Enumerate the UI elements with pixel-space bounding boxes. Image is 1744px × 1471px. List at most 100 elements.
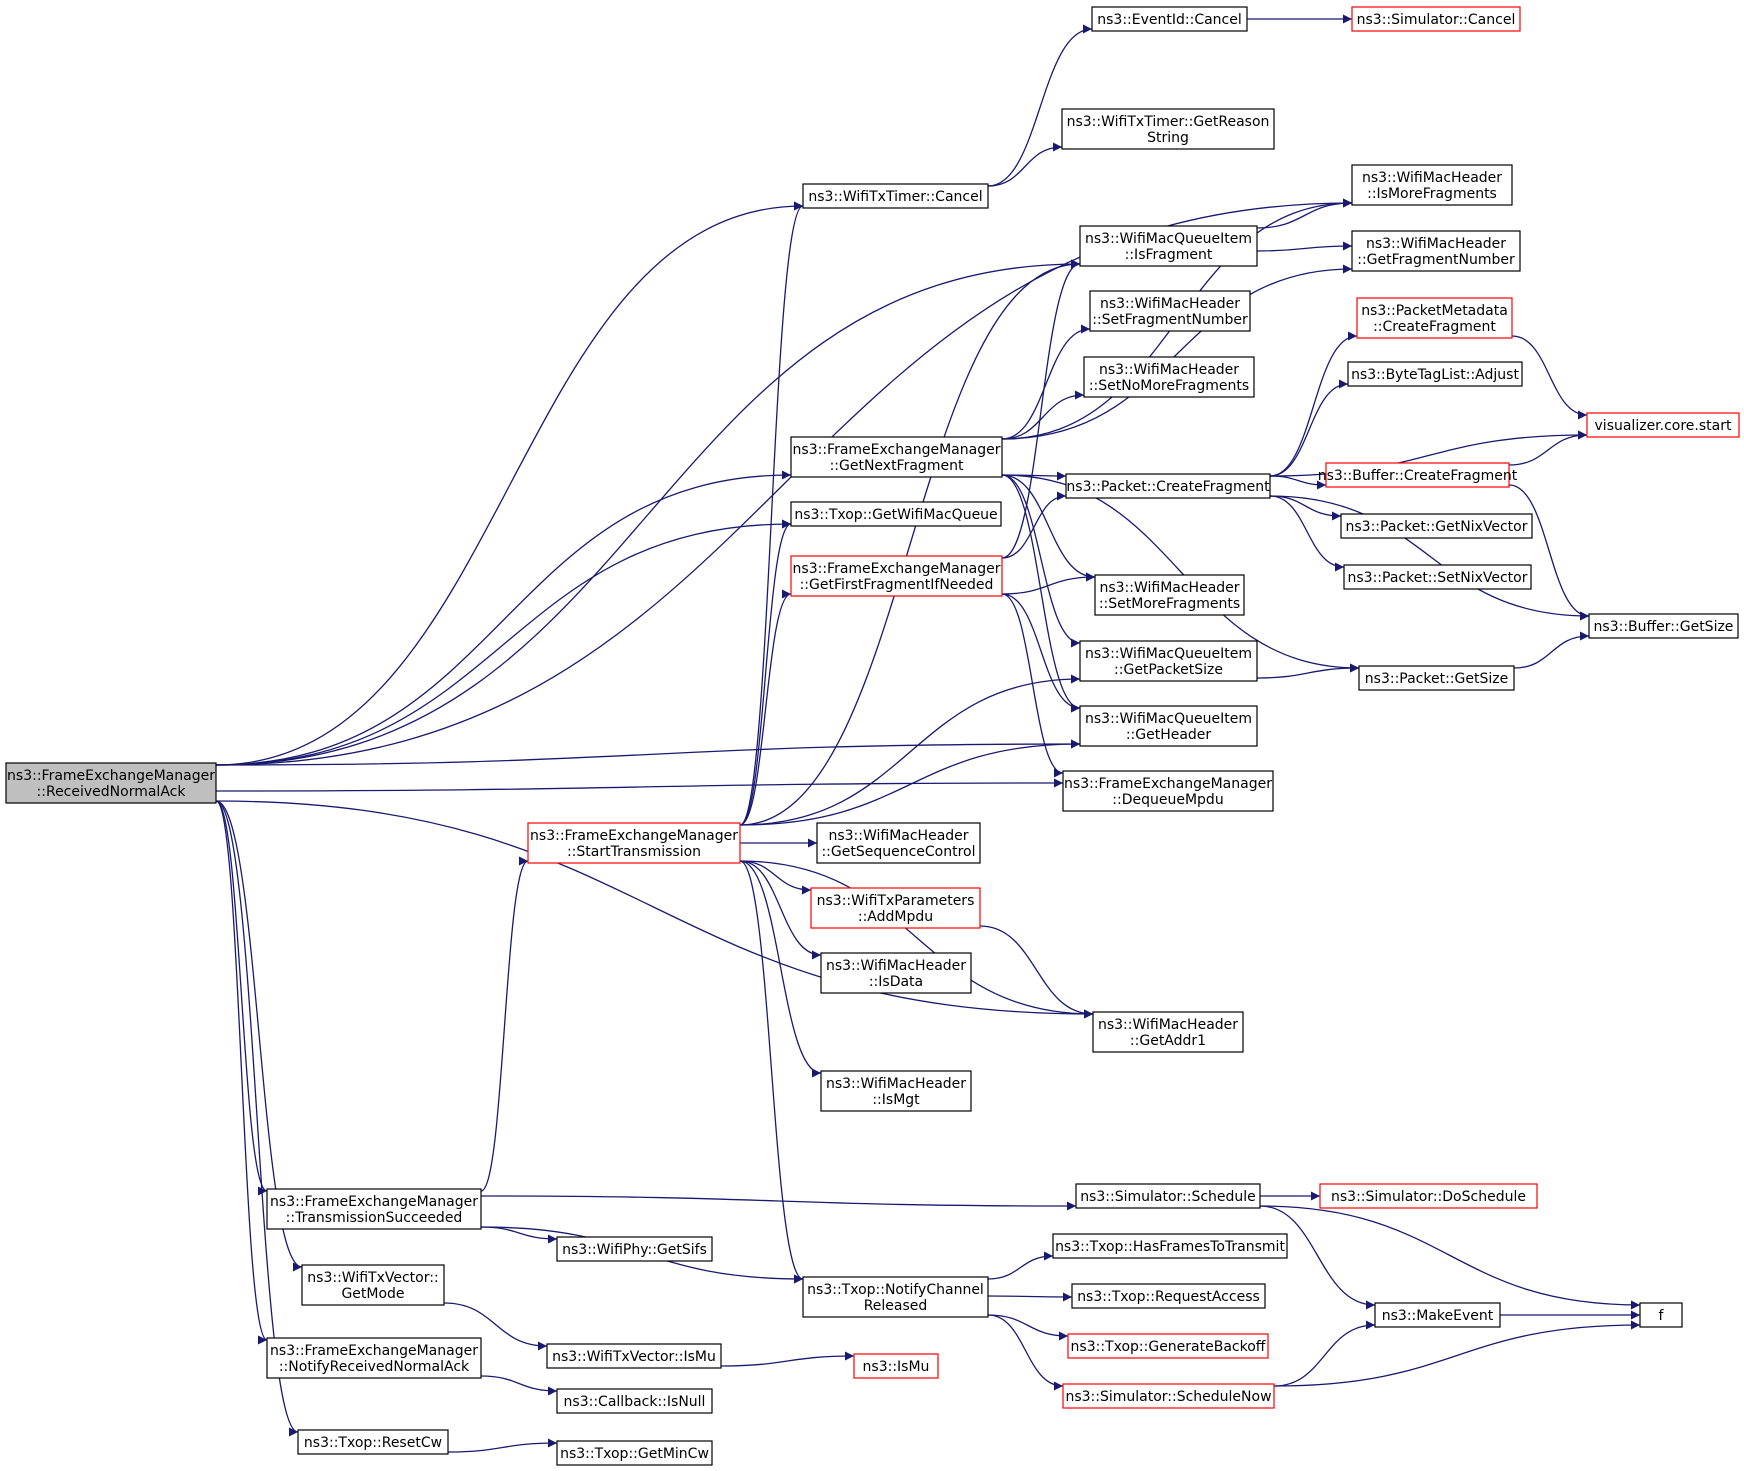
- node-dequeue_mpdu[interactable]: ns3::FrameExchangeManager::DequeueMpdu: [1062, 770, 1274, 812]
- edge-line: [215, 800, 1094, 1019]
- node-txtimer_cancel[interactable]: ns3::WifiTxTimer::Cancel: [802, 183, 989, 209]
- edge-get_first_frag-to-pkt_create_frag: [1001, 491, 1067, 559]
- edge-start_tx-to-mqi_get_pkt_size: [739, 674, 1081, 826]
- node-label-line: ns3::Txop::GenerateBackoff: [1071, 1339, 1266, 1355]
- node-box: [1079, 225, 1258, 267]
- node-tx_succeeded[interactable]: ns3::FrameExchangeManager::TransmissionS…: [266, 1188, 482, 1230]
- edge-line: [739, 860, 812, 895]
- node-box: [556, 1388, 713, 1414]
- node-set_frag_num[interactable]: ns3::WifiMacHeader::SetFragmentNumber: [1089, 290, 1251, 332]
- node-start_tx[interactable]: ns3::FrameExchangeManager::StartTransmis…: [527, 822, 741, 864]
- node-box: [1319, 1183, 1538, 1209]
- node-label-line: ns3::WifiMacHeader: [1099, 362, 1239, 378]
- edge-notify_ch_rel-to-has_frames: [987, 1251, 1054, 1280]
- edge-get_first_frag-to-set_more_frag: [1001, 572, 1096, 595]
- node-btl_adjust[interactable]: ns3::ByteTagList::Adjust: [1347, 361, 1523, 387]
- node-request_access[interactable]: ns3::Txop::RequestAccess: [1071, 1283, 1266, 1309]
- node-pm_create_frag[interactable]: ns3::PacketMetadata::CreateFragment: [1356, 297, 1513, 339]
- edge-line: [1001, 491, 1067, 559]
- edge-line: [1513, 631, 1590, 669]
- edge-line: [215, 470, 792, 766]
- node-set_nix[interactable]: ns3::Packet::SetNixVector: [1343, 564, 1532, 590]
- node-pkt_get_size[interactable]: ns3::Packet::GetSize: [1358, 665, 1515, 691]
- edge-rna-to-mqi_is_frag: [215, 259, 1081, 766]
- node-box: [790, 501, 1002, 527]
- edge-line: [215, 800, 268, 1345]
- node-cb_is_null[interactable]: ns3::Callback::IsNull: [556, 1388, 713, 1414]
- node-eventid_cancel[interactable]: ns3::EventId::Cancel: [1091, 6, 1248, 32]
- node-make_event[interactable]: ns3::MakeEvent: [1374, 1302, 1501, 1328]
- edge-buf_create_frag-to-buf_get_size: [1508, 484, 1590, 621]
- edge-line: [720, 1351, 855, 1367]
- edge-line: [215, 259, 1081, 766]
- node-get_addr1[interactable]: ns3::WifiMacHeader::GetAddr1: [1092, 1011, 1244, 1053]
- node-f[interactable]: f: [1639, 1302, 1683, 1328]
- node-mqi_get_header[interactable]: ns3::WifiMacQueueItem::GetHeader: [1079, 705, 1258, 747]
- node-label-line: ns3::Buffer::CreateFragment: [1318, 468, 1518, 484]
- node-label-line: ns3::WifiMacHeader: [826, 958, 966, 974]
- node-set_no_more[interactable]: ns3::WifiMacHeader::SetNoMoreFragments: [1083, 356, 1255, 398]
- node-gen_backoff[interactable]: ns3::Txop::GenerateBackoff: [1067, 1333, 1269, 1359]
- node-label-line: String: [1147, 130, 1189, 146]
- node-buf_get_size[interactable]: ns3::Buffer::GetSize: [1588, 613, 1739, 639]
- edge-line: [215, 519, 792, 766]
- node-label-line: visualizer.core.start: [1595, 418, 1732, 434]
- node-get_nix[interactable]: ns3::Packet::GetNixVector: [1340, 513, 1533, 539]
- node-notify_rna[interactable]: ns3::FrameExchangeManager::NotifyReceive…: [266, 1337, 482, 1379]
- node-has_frames[interactable]: ns3::Txop::HasFramesToTransmit: [1052, 1233, 1288, 1259]
- node-pkt_create_frag[interactable]: ns3::Packet::CreateFragment: [1065, 473, 1271, 499]
- node-sim_cancel[interactable]: ns3::Simulator::Cancel: [1351, 6, 1521, 32]
- node-label-line: ns3::Simulator::ScheduleNow: [1065, 1389, 1271, 1405]
- node-label-line: ::GetFragmentNumber: [1357, 252, 1515, 268]
- node-get_wifi_mac_queue[interactable]: ns3::Txop::GetWifiMacQueue: [790, 501, 1002, 527]
- node-box: [1094, 574, 1245, 616]
- node-label-line: ns3::WifiTxVector::IsMu: [552, 1349, 716, 1365]
- node-label-line: f: [1659, 1308, 1665, 1324]
- node-is_mgt[interactable]: ns3::WifiMacHeader::IsMgt: [820, 1070, 972, 1112]
- node-txv_is_mu[interactable]: ns3::WifiTxVector::IsMu: [546, 1343, 722, 1369]
- node-label-line: ns3::Txop::GetMinCw: [560, 1446, 709, 1462]
- edge-txtimer_cancel-to-reason_string: [987, 142, 1063, 187]
- node-get_first_frag[interactable]: ns3::FrameExchangeManager::GetFirstFragm…: [790, 555, 1003, 597]
- edge-line: [739, 589, 792, 826]
- node-label-line: ::StartTransmission: [567, 844, 701, 860]
- node-viz_start[interactable]: visualizer.core.start: [1586, 412, 1740, 438]
- edge-line: [1269, 331, 1358, 477]
- node-get_seq_ctrl[interactable]: ns3::WifiMacHeader::GetSequenceControl: [816, 822, 981, 864]
- edge-line: [215, 800, 299, 1437]
- node-label-line: ns3::WifiTxVector::: [307, 1270, 438, 1286]
- node-get_next_frag[interactable]: ns3::FrameExchangeManager::GetNextFragme…: [790, 436, 1003, 478]
- node-label-line: ns3::Packet::GetSize: [1365, 671, 1508, 687]
- edge-get_mode-to-txv_is_mu: [443, 1302, 548, 1351]
- node-buf_create_frag[interactable]: ns3::Buffer::CreateFragment: [1318, 462, 1518, 488]
- node-label-line: ns3::WifiMacHeader: [1362, 170, 1502, 186]
- node-is_more_frag[interactable]: ns3::WifiMacHeader::IsMoreFragments: [1351, 164, 1513, 206]
- node-box: [1325, 462, 1510, 488]
- node-set_more_frag[interactable]: ns3::WifiMacHeader::SetMoreFragments: [1094, 574, 1245, 616]
- node-is_mu[interactable]: ns3::IsMu: [853, 1353, 939, 1379]
- node-reset_cw[interactable]: ns3::Txop::ResetCw: [297, 1429, 449, 1455]
- node-box: [1079, 705, 1258, 747]
- node-mqi_is_frag[interactable]: ns3::WifiMacQueueItem::IsFragment: [1079, 225, 1258, 267]
- node-label-line: ns3::Txop::GetWifiMacQueue: [794, 507, 997, 523]
- node-get_frag_num[interactable]: ns3::WifiMacHeader::GetFragmentNumber: [1351, 230, 1521, 272]
- node-mqi_get_pkt_size[interactable]: ns3::WifiMacQueueItem::GetPacketSize: [1079, 640, 1258, 682]
- node-add_mpdu[interactable]: ns3::WifiTxParameters::AddMpdu: [810, 887, 981, 929]
- node-get_mode[interactable]: ns3::WifiTxVector::GetMode: [301, 1264, 445, 1306]
- node-label-line: ns3::WifiMacQueueItem: [1085, 711, 1252, 727]
- edge-line: [1269, 495, 1345, 572]
- node-sched_now[interactable]: ns3::Simulator::ScheduleNow: [1062, 1383, 1275, 1409]
- edge-line: [739, 259, 1081, 826]
- node-label-line: ::GetSequenceControl: [821, 844, 975, 860]
- node-sim_schedule[interactable]: ns3::Simulator::Schedule: [1075, 1183, 1261, 1209]
- node-get_sifs[interactable]: ns3::WifiPhy::GetSifs: [556, 1236, 713, 1262]
- node-sim_do_schedule[interactable]: ns3::Simulator::DoSchedule: [1319, 1183, 1538, 1209]
- node-is_data[interactable]: ns3::WifiMacHeader::IsData: [820, 952, 972, 994]
- node-rna[interactable]: ns3::FrameExchangeManager::ReceivedNorma…: [5, 762, 217, 804]
- edge-line: [979, 925, 1094, 1019]
- edge-notify_ch_rel-to-sched_now: [987, 1314, 1064, 1391]
- node-get_min_cw[interactable]: ns3::Txop::GetMinCw: [556, 1440, 713, 1466]
- edge-line: [215, 778, 1064, 792]
